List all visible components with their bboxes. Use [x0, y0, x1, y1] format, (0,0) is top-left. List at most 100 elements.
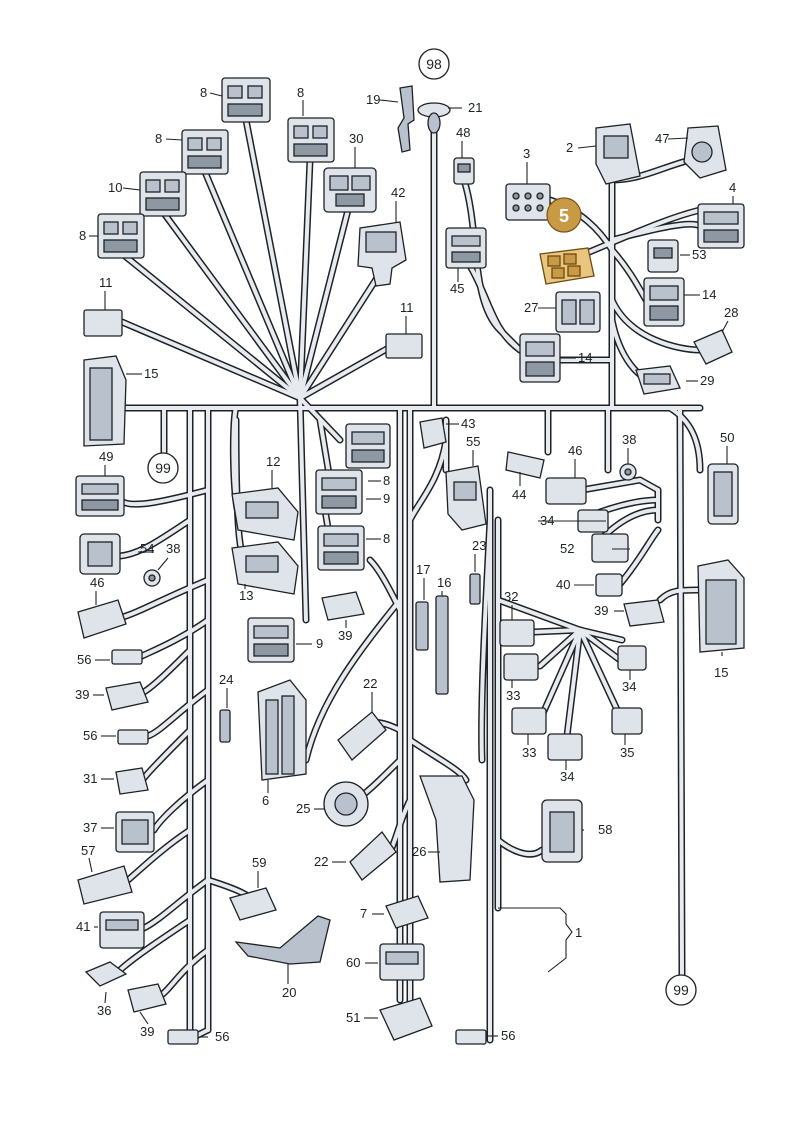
- connector-46-left[interactable]: [77, 599, 127, 639]
- callout-8: 8: [155, 131, 162, 146]
- connector-52[interactable]: [591, 533, 629, 563]
- connector-11-right[interactable]: [385, 333, 423, 359]
- leader-line: [165, 138, 183, 141]
- callout-48: 48: [456, 125, 470, 140]
- connector-33-upper[interactable]: [503, 653, 539, 681]
- connector-8-top[interactable]: [287, 117, 335, 163]
- connector-35[interactable]: [611, 707, 643, 735]
- bracket-20[interactable]: [234, 915, 331, 965]
- connector-13[interactable]: [231, 541, 299, 595]
- connector-51[interactable]: [379, 997, 433, 1041]
- connector-15-left[interactable]: [83, 355, 127, 447]
- wire-fill: [161, 210, 302, 400]
- connector-14-middle[interactable]: [519, 333, 561, 383]
- connector-8-left-b[interactable]: [97, 213, 145, 259]
- connector-22-upper[interactable]: [337, 711, 387, 761]
- connector-45[interactable]: [445, 227, 487, 269]
- connector-39-b[interactable]: [127, 983, 167, 1013]
- connector-56-a[interactable]: [111, 649, 143, 665]
- connector-54[interactable]: [79, 533, 121, 575]
- connector-9-lower[interactable]: [247, 617, 295, 663]
- grommet-21[interactable]: [417, 102, 451, 134]
- callout-56: 56: [77, 652, 91, 667]
- connector-28[interactable]: [693, 329, 733, 365]
- leader-line: [157, 557, 169, 571]
- sensor-38-right[interactable]: [619, 463, 637, 481]
- connector-59[interactable]: [229, 887, 277, 921]
- connector-46-right[interactable]: [545, 477, 587, 505]
- callout-39: 39: [75, 687, 89, 702]
- callout-38: 38: [622, 432, 636, 447]
- wire-fill: [142, 878, 210, 930]
- wire-fill: [578, 628, 622, 718]
- control-unit-connector-6[interactable]: [257, 679, 307, 781]
- callout-54: 54: [140, 541, 154, 556]
- connector-2[interactable]: [595, 123, 641, 185]
- connector-48[interactable]: [453, 157, 475, 185]
- callout-53: 53: [692, 247, 706, 262]
- connector-3[interactable]: [505, 183, 551, 221]
- connector-44[interactable]: [505, 451, 545, 479]
- connector-56-c[interactable]: [167, 1029, 199, 1045]
- grommet-19[interactable]: [397, 85, 415, 153]
- connector-10[interactable]: [139, 171, 187, 217]
- connector-7[interactable]: [385, 895, 429, 929]
- highlight-badge-5[interactable]: 5: [546, 197, 582, 233]
- clip-24[interactable]: [219, 709, 231, 743]
- connector-15-right[interactable]: [697, 559, 745, 653]
- connector-39-a[interactable]: [105, 681, 149, 711]
- connector-58[interactable]: [541, 799, 583, 863]
- connector-9-center[interactable]: [315, 469, 363, 515]
- leader-line: [577, 145, 597, 149]
- connector-34-lower[interactable]: [547, 733, 583, 761]
- connector-25[interactable]: [323, 781, 369, 827]
- connector-31[interactable]: [115, 767, 149, 795]
- connector-12[interactable]: [231, 487, 299, 541]
- wire-fill: [496, 838, 544, 857]
- connector-49[interactable]: [75, 475, 125, 517]
- connector-11-left[interactable]: [83, 309, 123, 337]
- connector-29[interactable]: [635, 365, 681, 395]
- clip-16[interactable]: [435, 595, 449, 695]
- connector-41[interactable]: [99, 911, 145, 949]
- connector-34-mid[interactable]: [617, 645, 647, 671]
- sensor-38-left[interactable]: [143, 569, 161, 587]
- wire-fill: [203, 170, 302, 400]
- wire-fill: [532, 628, 582, 634]
- connector-56-d[interactable]: [455, 1029, 487, 1045]
- connector-8-center-b[interactable]: [317, 525, 365, 571]
- wire-fill: [298, 268, 384, 400]
- connector-40[interactable]: [595, 573, 623, 597]
- connector-8-center-a[interactable]: [345, 423, 391, 469]
- wire-fill: [610, 298, 702, 352]
- clip-23[interactable]: [469, 573, 481, 605]
- connector-32[interactable]: [499, 619, 535, 647]
- connector-8-left-a[interactable]: [181, 129, 229, 175]
- connector-56-b[interactable]: [117, 729, 149, 745]
- connector-39-center[interactable]: [321, 591, 365, 621]
- connector-33-lower[interactable]: [511, 707, 547, 735]
- callout-16: 16: [437, 575, 451, 590]
- clip-17[interactable]: [415, 601, 429, 651]
- connector-27[interactable]: [555, 291, 601, 333]
- connector-57[interactable]: [77, 865, 133, 905]
- connector-8-top-left[interactable]: [221, 77, 271, 123]
- connector-14-right[interactable]: [643, 277, 685, 327]
- connector-42[interactable]: [357, 221, 407, 287]
- callout-19: 19: [366, 92, 380, 107]
- connector-39-right[interactable]: [623, 599, 665, 627]
- connector-43[interactable]: [419, 417, 447, 449]
- connector-22-lower[interactable]: [349, 831, 397, 881]
- connector-30[interactable]: [323, 167, 377, 213]
- connector-37[interactable]: [115, 811, 155, 853]
- bracket-26[interactable]: [419, 775, 475, 883]
- connector-60[interactable]: [379, 943, 425, 981]
- connector-4[interactable]: [697, 203, 745, 249]
- connector-53[interactable]: [647, 239, 679, 273]
- part-36[interactable]: [84, 961, 128, 987]
- connector-50[interactable]: [707, 463, 739, 525]
- relay-carrier-5-highlighted[interactable]: [539, 247, 595, 285]
- relay-bracket-55[interactable]: [445, 465, 487, 531]
- connector-47[interactable]: [683, 125, 727, 179]
